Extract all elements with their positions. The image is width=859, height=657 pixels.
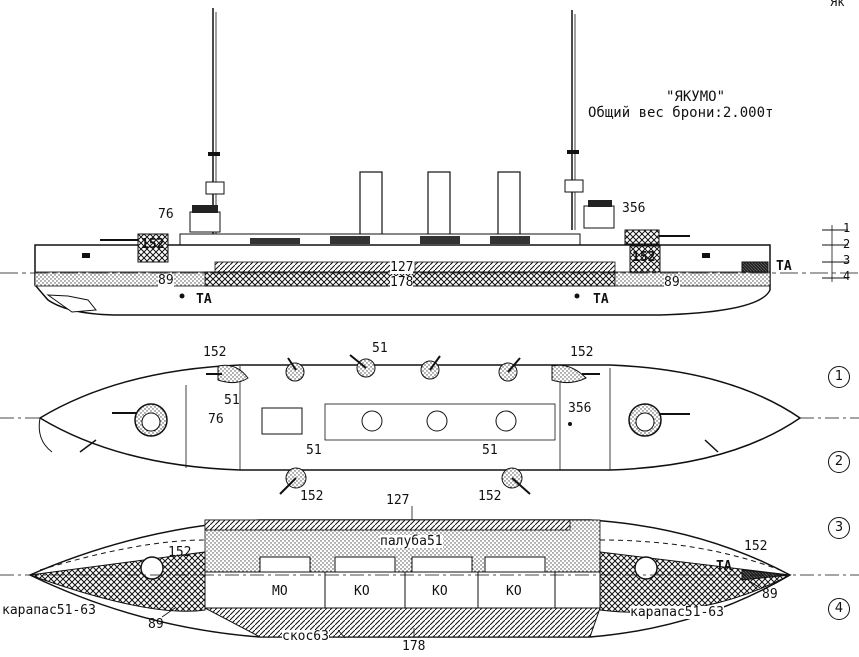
deck-plan-view	[0, 354, 859, 495]
level-mark-4: 4	[843, 269, 851, 283]
view-number-3: 3	[828, 517, 850, 539]
section-label-torpedo: TA	[716, 559, 732, 574]
label-torpedo-fwd: TA	[196, 292, 212, 307]
view-number-2: 2	[828, 451, 850, 473]
plan-label-152-fwd: 152	[203, 345, 227, 360]
compartment-mo: МО	[272, 584, 288, 599]
label-gun-356: 356	[622, 201, 646, 216]
section-label-89-aft: 89	[762, 587, 778, 602]
compartment-ko-1: КО	[354, 584, 370, 599]
compartment-ko-2: КО	[432, 584, 448, 599]
label-belt-127: 127	[390, 260, 414, 275]
label-belt-178: 178	[390, 275, 414, 290]
corner-text: Як	[830, 0, 845, 9]
level-mark-2: 2	[843, 237, 851, 251]
view-number-4: 4	[828, 598, 850, 620]
armor-slope	[204, 607, 601, 638]
level-mark-3: 3	[843, 253, 851, 267]
section-label-152-aft: 152	[744, 539, 768, 554]
armor-section-view	[0, 506, 859, 639]
plan-label-152-bot-aft: 152	[478, 489, 502, 504]
casemate-152-fwd	[137, 233, 169, 263]
label-torpedo-stern: TA	[776, 259, 792, 274]
label-casemate-152-fwd: 152	[141, 237, 165, 252]
plan-label-152-aft: 152	[570, 345, 594, 360]
section-label-carapace-aft: карапас51-63	[630, 605, 724, 620]
plan-label-51-bot-aft: 51	[482, 443, 498, 458]
view-number-1: 1	[828, 366, 850, 388]
ship-name: "ЯКУМО"	[666, 89, 726, 105]
plan-label-152-bot-fwd: 152	[300, 489, 324, 504]
funnel-1	[359, 171, 383, 239]
section-label-deck: палуба51	[380, 534, 443, 549]
label-belt-89-fwd: 89	[158, 273, 174, 288]
casemate-152-aft	[624, 229, 660, 245]
section-label-178: 178	[402, 639, 426, 654]
section-label-152-fwd: 152	[168, 545, 192, 560]
funnel-3	[497, 171, 521, 239]
level-mark-1: 1	[843, 221, 851, 235]
label-casemate-152-aft: 152	[632, 250, 656, 265]
profile-view	[0, 8, 859, 316]
section-label-127: 127	[386, 493, 410, 508]
section-label-slope: скос63	[282, 629, 329, 644]
plan-label-51-bot-fwd: 51	[306, 443, 322, 458]
section-label-carapace-fwd: карапас51-63	[2, 603, 96, 618]
compartment-ko-3: КО	[506, 584, 522, 599]
funnel-2	[427, 171, 451, 239]
label-gun-76: 76	[158, 207, 174, 222]
plan-label-76: 76	[208, 412, 224, 427]
armor-weight-label: Общий вес брони:2.000т	[588, 105, 774, 121]
plan-label-51-fwd: 51	[224, 393, 240, 408]
plan-label-356: 356	[568, 401, 592, 416]
label-torpedo-aft: TA	[593, 292, 609, 307]
label-belt-89-aft: 89	[664, 275, 680, 290]
plan-label-51-mid: 51	[372, 341, 388, 356]
section-label-89-fwd: 89	[148, 617, 164, 632]
